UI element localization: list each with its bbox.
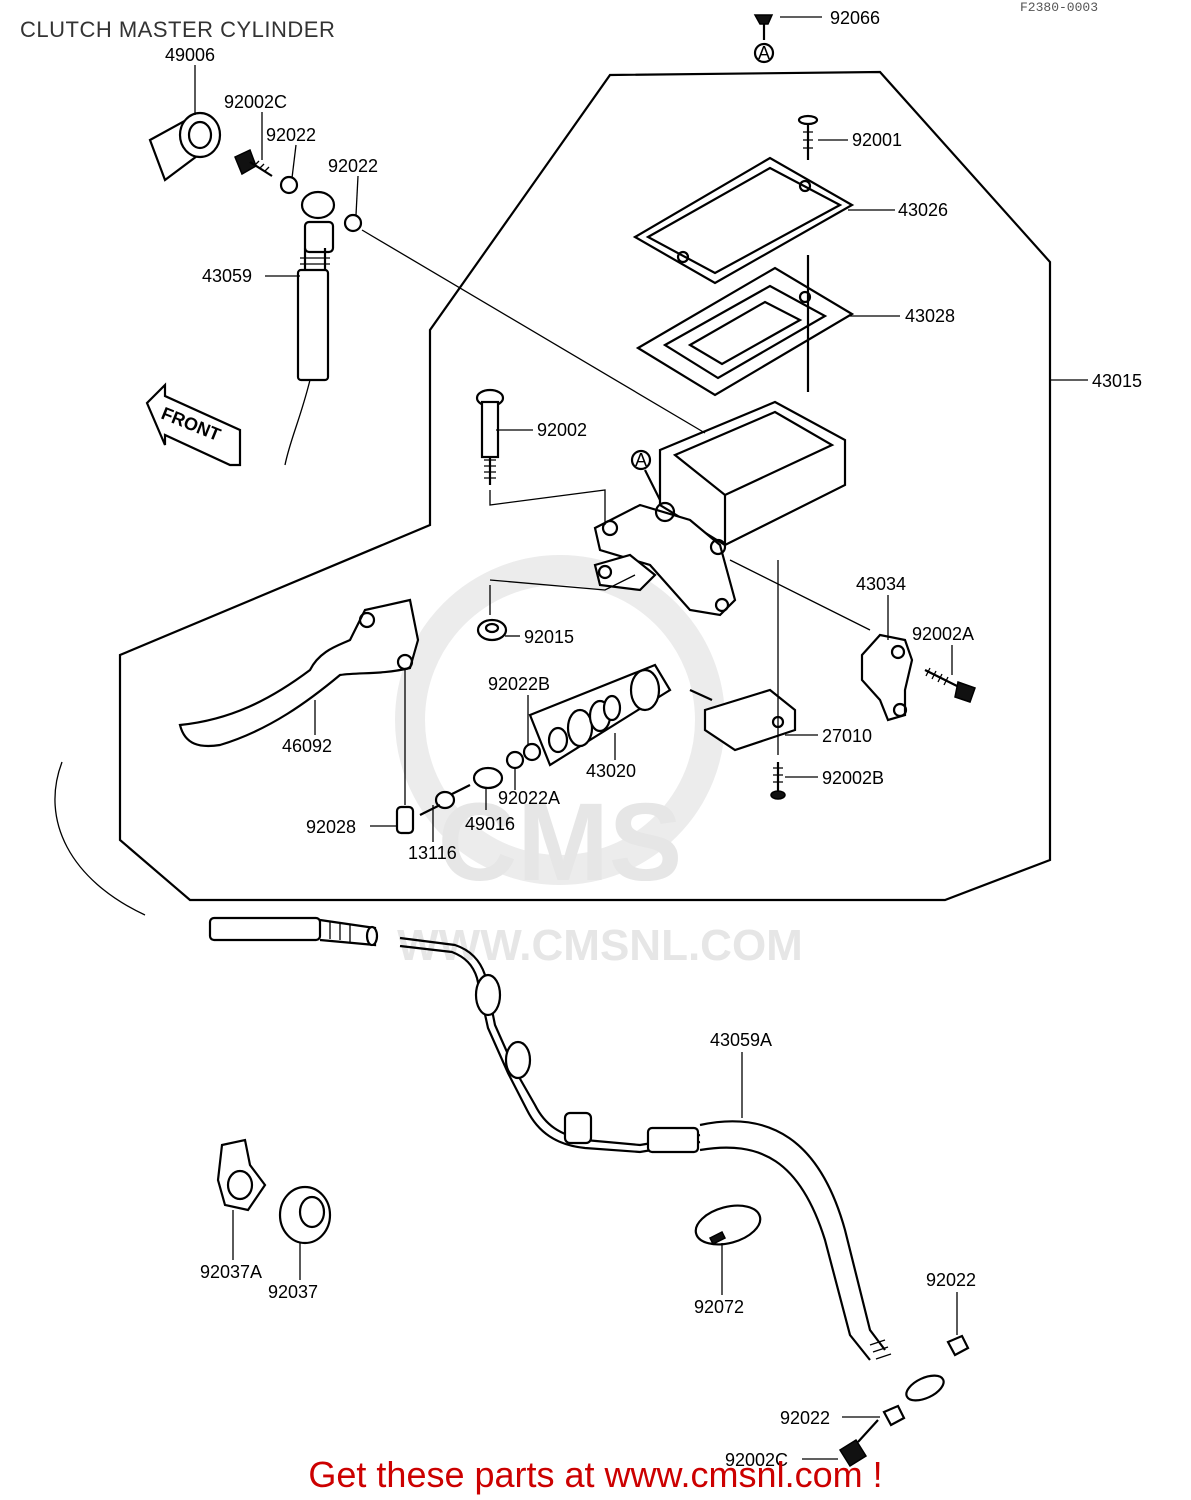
nut-92015	[476, 618, 508, 642]
bolt-92002C-top	[234, 148, 273, 177]
cap-49006	[148, 111, 222, 182]
watermark-brand: CMS	[438, 781, 682, 904]
hose-lower-connection	[54, 761, 379, 947]
pin-92028	[395, 805, 415, 835]
leader-clamp-axis	[729, 559, 871, 631]
part-labels: 49006 92002C 92022 92022 43059 92066 920…	[165, 8, 1142, 1470]
ref-marker-a-top: A	[758, 43, 770, 63]
screw-92002B	[770, 762, 786, 800]
clamp-43034	[860, 633, 914, 722]
label-92022-b: 92022	[328, 156, 378, 176]
clip-92072	[694, 1204, 762, 1246]
label-92022-a: 92022	[266, 125, 316, 145]
assembly-outline	[118, 70, 1052, 902]
hose-43059	[284, 190, 336, 466]
piston-43020	[528, 663, 672, 767]
label-92037A: 92037A	[200, 1262, 262, 1282]
grommet-92037	[278, 1185, 332, 1245]
washer-92022-d	[882, 1404, 906, 1427]
label-43026: 43026	[898, 200, 948, 220]
label-92066: 92066	[830, 8, 880, 28]
label-92028: 92028	[306, 817, 356, 837]
clamp-92037A	[216, 1138, 267, 1212]
watermark-url: WWW.CMSNL.COM	[397, 921, 803, 970]
label-49006: 49006	[165, 45, 215, 65]
label-92015: 92015	[524, 627, 574, 647]
screw-92001	[797, 114, 819, 160]
leader-92002-bolt-path	[489, 489, 606, 525]
washer-92022B	[522, 742, 542, 762]
screw-92066: A	[753, 14, 775, 64]
cover-43026	[632, 156, 855, 285]
page-title: CLUTCH MASTER CYLINDER	[20, 17, 336, 42]
label-92022-c: 92022	[926, 1270, 976, 1290]
footer-link-text[interactable]: Get these parts at www.cmsnl.com !	[308, 1454, 883, 1495]
label-92037: 92037	[268, 1282, 318, 1302]
master-cylinder-body: A	[593, 400, 847, 617]
label-92002: 92002	[537, 420, 587, 440]
front-arrow-icon: FRONT	[145, 382, 242, 467]
label-43015: 43015	[1092, 371, 1142, 391]
washer-92022-a	[279, 175, 299, 195]
diagram-code: F2380-0003	[1020, 0, 1099, 15]
label-43059A: 43059A	[710, 1030, 772, 1050]
bolt-92002	[475, 388, 505, 485]
washer-92022A	[505, 750, 525, 770]
label-13116: 13116	[408, 843, 457, 863]
label-43034: 43034	[856, 574, 906, 594]
ref-marker-a-body: A	[635, 450, 647, 470]
diaphragm-43028	[635, 266, 855, 397]
label-92002C-top: 92002C	[224, 92, 287, 112]
label-92002C-bottom: 92002C	[725, 1450, 788, 1470]
leader-92015-path-b	[489, 574, 636, 591]
bolt-92002C-bottom	[838, 1419, 879, 1468]
label-46092: 46092	[282, 736, 332, 756]
label-49016: 49016	[465, 814, 515, 834]
label-92001: 92001	[852, 130, 902, 150]
label-92022B: 92022B	[488, 674, 550, 694]
label-43059: 43059	[202, 266, 252, 286]
washer-92022-c	[946, 1334, 970, 1357]
pushrod-49016	[439, 766, 504, 801]
switch-27010	[689, 688, 797, 752]
label-92002A: 92002A	[912, 624, 974, 644]
lever-46092	[178, 598, 420, 748]
label-92002B: 92002B	[822, 768, 884, 788]
hose-43059A	[399, 936, 945, 1402]
label-43020: 43020	[586, 761, 636, 781]
washer-92022-b	[343, 213, 363, 233]
rod-13116	[419, 790, 456, 816]
label-27010: 27010	[822, 726, 872, 746]
label-43028: 43028	[905, 306, 955, 326]
leader-lines	[194, 16, 1088, 1460]
bolt-92002A	[924, 667, 976, 703]
label-92022A: 92022A	[498, 788, 560, 808]
label-92072: 92072	[694, 1297, 744, 1317]
label-92022-d: 92022	[780, 1408, 830, 1428]
